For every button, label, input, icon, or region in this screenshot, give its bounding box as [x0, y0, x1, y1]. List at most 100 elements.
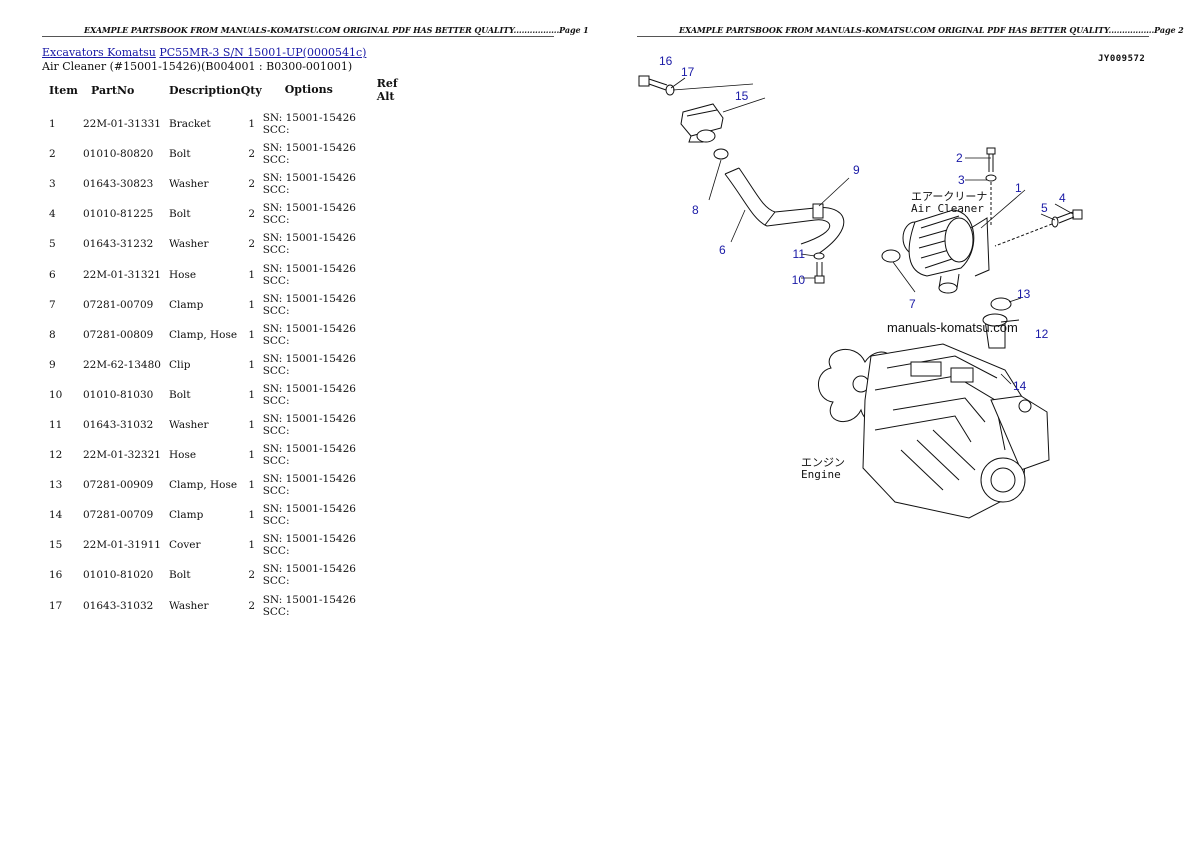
- cell-description: Washer: [169, 599, 209, 612]
- cell-refalt: [377, 530, 417, 560]
- cell-qty: 1: [248, 539, 256, 552]
- bolt-4-drawing: [1056, 209, 1083, 224]
- options-scc: SCC:: [262, 394, 290, 407]
- cell-refalt: [377, 229, 417, 259]
- options-sn: SN: 15001-15426: [262, 503, 356, 516]
- callout-16: 16: [659, 54, 673, 68]
- clamp-13-drawing: [990, 297, 1012, 311]
- cell-item: 2: [49, 148, 56, 161]
- cell-item: 7: [49, 298, 56, 311]
- options-sn: SN: 15001-15426: [262, 412, 356, 425]
- left-page: EXAMPLE PARTSBOOK FROM MANUALS-KOMATSU.C…: [42, 25, 589, 621]
- cell-refalt: [377, 199, 417, 229]
- cell-partno: 22M-62-13480: [83, 358, 161, 371]
- breadcrumb-link-excavators[interactable]: Excavators Komatsu: [42, 46, 156, 59]
- cell-description: Bolt: [169, 388, 191, 401]
- options-scc: SCC:: [262, 154, 290, 167]
- options-scc: SCC:: [262, 364, 290, 377]
- cell-description: Bolt: [169, 148, 191, 161]
- options-scc: SCC:: [262, 304, 290, 317]
- drawing-code: JY009572: [1098, 54, 1146, 64]
- parts-diagram: 16 17 15 2 3 1 4 5 9 8 6 11 10 7 13 12 1…: [638, 54, 1083, 519]
- table-header-row: Item PartNo Description Qty Options Ref …: [44, 76, 417, 109]
- cell-refalt: [377, 320, 417, 350]
- cell-refalt: [377, 470, 417, 500]
- callout-11: 11: [793, 247, 806, 261]
- cell-partno: 07281-00709: [83, 509, 154, 522]
- cell-refalt: [377, 591, 417, 621]
- callout-3: 3: [958, 173, 965, 187]
- options-scc: SCC:: [262, 184, 290, 197]
- cell-qty: 1: [248, 418, 256, 431]
- callout-10: 10: [792, 273, 806, 287]
- cell-qty: 2: [248, 148, 256, 161]
- cell-qty: 2: [248, 599, 256, 612]
- options-scc: SCC:: [262, 334, 290, 347]
- cell-item: 5: [49, 238, 56, 251]
- cell-qty: 1: [248, 449, 256, 462]
- options-sn: SN: 15001-15426: [262, 172, 356, 185]
- col-header-options: Options: [284, 83, 333, 96]
- callout-7: 7: [909, 297, 916, 311]
- cell-qty: 1: [248, 298, 256, 311]
- engine-drawing: [818, 343, 1050, 519]
- cell-qty: 1: [248, 388, 256, 401]
- options-scc: SCC:: [262, 244, 290, 257]
- options-scc: SCC:: [262, 424, 290, 437]
- cell-qty: 2: [248, 178, 256, 191]
- washer-3-drawing: [985, 174, 997, 182]
- cell-item: 16: [49, 569, 63, 582]
- cell-qty: 2: [248, 238, 256, 251]
- options-scc: SCC:: [262, 575, 290, 588]
- clamp-7-drawing: [881, 249, 901, 263]
- cell-description: Washer: [169, 418, 209, 431]
- bolt-10-drawing: [814, 262, 825, 284]
- callout-8: 8: [692, 203, 699, 217]
- page-header: EXAMPLE PARTSBOOK FROM MANUALS-KOMATSU.C…: [679, 25, 1184, 35]
- cell-qty: 2: [248, 208, 256, 221]
- cell-item: 15: [49, 539, 63, 552]
- cell-item: 12: [49, 449, 63, 462]
- air-cleaner-label-en: Air Cleaner: [911, 202, 984, 215]
- cell-refalt: [377, 139, 417, 169]
- cell-partno: 22M-01-32321: [83, 449, 161, 462]
- cell-description: Washer: [169, 238, 209, 251]
- options-sn: SN: 15001-15426: [262, 563, 356, 576]
- cell-item: 10: [49, 388, 63, 401]
- cell-item: 11: [49, 418, 63, 431]
- options-scc: SCC:: [262, 455, 290, 468]
- cell-item: 6: [49, 268, 56, 281]
- cell-partno: 07281-00809: [83, 328, 154, 341]
- callout-17: 17: [681, 65, 695, 79]
- cover-15-drawing: [680, 103, 724, 143]
- cell-refalt: [377, 500, 417, 530]
- watermark: manuals-komatsu.com: [887, 320, 1018, 335]
- cell-qty: 1: [248, 328, 256, 341]
- options-sn: SN: 15001-15426: [262, 112, 356, 125]
- cell-refalt: [377, 290, 417, 320]
- section-title: Air Cleaner (#15001-15426)(B004001 : B03…: [42, 60, 353, 73]
- cell-description: Clamp, Hose: [169, 328, 238, 341]
- cell-qty: 1: [248, 118, 256, 131]
- cell-partno: 22M-01-31321: [83, 268, 161, 281]
- breadcrumb-link-model[interactable]: PC55MR-3 S/N 15001-UP(0000541c): [159, 46, 367, 59]
